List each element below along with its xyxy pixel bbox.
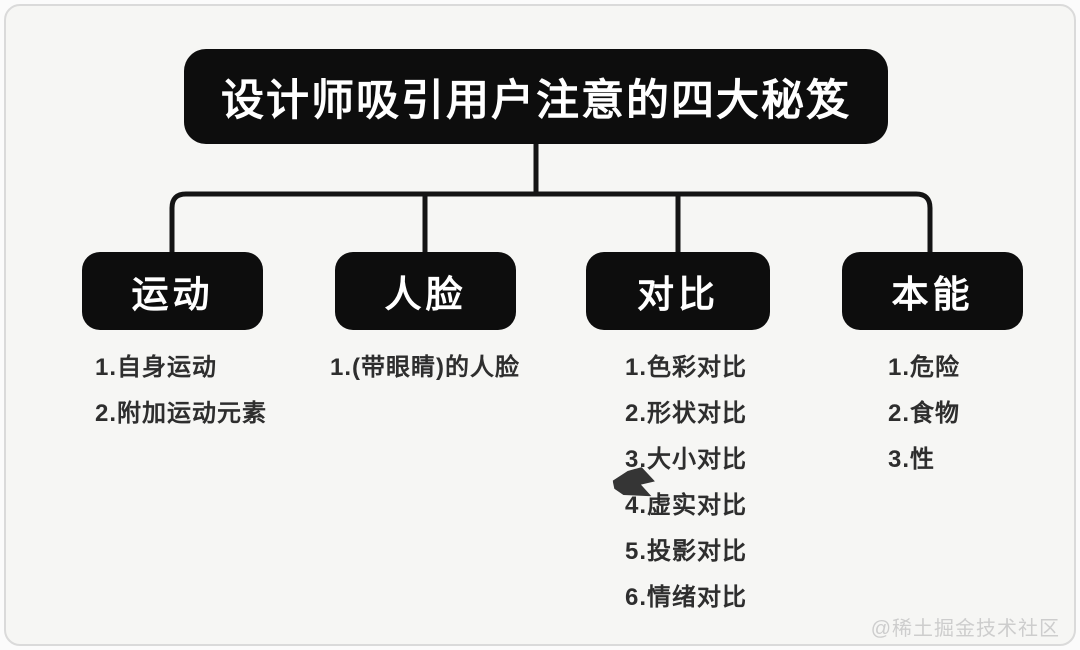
item-list-instinct: 1.危险 2.食物 3.性 — [888, 345, 960, 483]
branch-node-instinct: 本能 — [842, 252, 1023, 330]
list-item: 5.投影对比 — [625, 538, 748, 565]
watermark: @稀土掘金技术社区 — [870, 618, 1060, 640]
root-node: 设计师吸引用户注意的四大秘笈 — [184, 49, 888, 144]
list-item: 1.(带眼睛)的人脸 — [330, 354, 520, 381]
branch-bus-line — [169, 191, 933, 255]
item-list-contrast: 1.色彩对比 2.形状对比 3.大小对比 4.虚实对比 5.投影对比 6.情绪对… — [625, 345, 747, 621]
list-item: 2.食物 — [888, 400, 961, 427]
item-list-motion: 1.自身运动 2.附加运动元素 — [95, 345, 267, 437]
branch-node-contrast: 对比 — [586, 252, 770, 330]
list-item: 6.情绪对比 — [625, 584, 748, 611]
branch-label-contrast: 对比 — [637, 274, 719, 315]
branch-label-instinct: 本能 — [891, 274, 974, 315]
list-item: 1.自身运动 — [95, 354, 218, 381]
root-node-label: 设计师吸引用户注意的四大秘笈 — [221, 76, 851, 125]
item-list-face: 1.(带眼睛)的人脸 — [330, 345, 520, 391]
list-item: 1.色彩对比 — [625, 354, 748, 381]
list-item: 2.形状对比 — [625, 400, 748, 427]
branch-label-motion: 运动 — [131, 274, 214, 315]
branch-node-motion: 运动 — [82, 252, 263, 330]
list-item: 3.性 — [888, 446, 936, 473]
list-item: 3.大小对比 — [625, 446, 748, 473]
branch-node-face: 人脸 — [335, 252, 516, 330]
list-item: 2.附加运动元素 — [95, 400, 268, 427]
branch-label-face: 人脸 — [384, 274, 467, 315]
list-item: 4.虚实对比 — [625, 492, 748, 519]
list-item: 1.危险 — [888, 354, 961, 381]
